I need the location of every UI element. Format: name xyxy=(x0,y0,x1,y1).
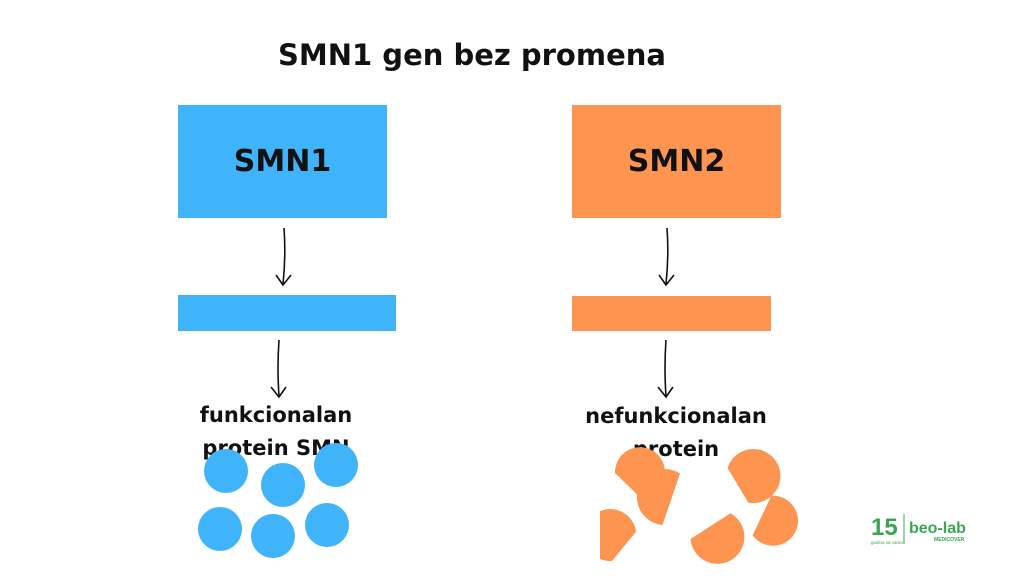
protein-circle xyxy=(305,503,349,547)
half-circle-protein xyxy=(727,449,781,504)
smn2-arrow-1 xyxy=(658,227,675,287)
logo-sub: MEDICOVER xyxy=(934,537,965,543)
half-circle-protein xyxy=(752,495,799,546)
smn2-arrow-2 xyxy=(657,339,674,399)
beo-lab-logo: 15 godina sa vama beo-lab MEDICOVER xyxy=(868,510,978,550)
protein-circle xyxy=(314,443,358,487)
logo-brand: beo-lab xyxy=(909,520,966,537)
smn1-caption-line1: funkcionalan xyxy=(199,403,353,427)
protein-circle xyxy=(261,463,305,507)
smn2-mrna-bar xyxy=(572,296,771,331)
smn1-arrow-1 xyxy=(275,227,292,287)
nonfunctional-protein-halves xyxy=(600,447,799,564)
half-circle-protein xyxy=(690,513,745,564)
logo-number: 15 xyxy=(871,514,898,541)
logo-tagline: godina sa vama xyxy=(871,540,903,545)
diagram-title: SMN1 gen bez promena xyxy=(278,38,666,72)
smn2-gene-label: SMN2 xyxy=(627,144,726,179)
half-circle-protein xyxy=(600,509,636,562)
functional-protein-circles xyxy=(198,443,358,558)
half-circle-protein xyxy=(614,447,665,498)
protein-circle xyxy=(251,514,295,558)
smn2-caption-line1: nefunkcionalan xyxy=(585,404,767,428)
smn1-gene-label: SMN1 xyxy=(233,144,332,179)
smn1-mrna-bar xyxy=(178,295,396,331)
smn2-gene-box: SMN2 xyxy=(572,105,781,218)
protein-circle xyxy=(204,449,248,493)
smn1-arrow-2 xyxy=(270,339,287,399)
protein-circle xyxy=(198,507,242,551)
smn1-gene-box: SMN1 xyxy=(178,105,387,218)
